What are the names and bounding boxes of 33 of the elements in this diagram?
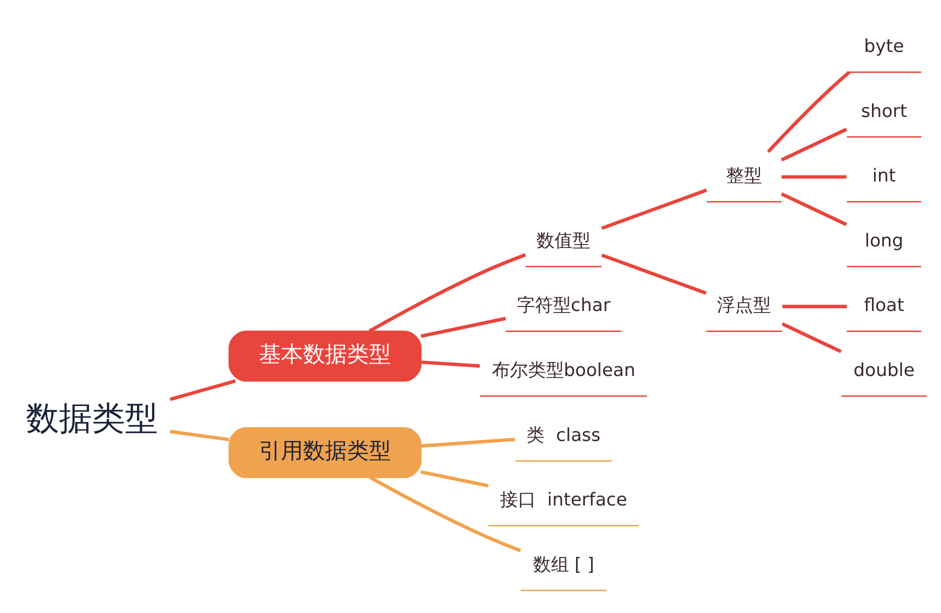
node-text: 布尔类型boolean [492, 360, 636, 381]
connector [766, 70, 850, 153]
node-text: 接口 interface [500, 490, 628, 511]
node-text: short [861, 100, 908, 122]
node-text: long [864, 230, 904, 252]
node-text: int [872, 166, 896, 187]
connector [420, 360, 480, 368]
node-text: byte [864, 36, 904, 58]
node-box: 基本数据类型 [228, 330, 422, 382]
connector [420, 316, 506, 338]
node-text: 整型 [726, 166, 762, 187]
connector [782, 304, 847, 308]
node-text: 数据类型 [26, 398, 158, 438]
connector [601, 254, 707, 295]
connector [782, 322, 842, 354]
node-text: 字符型char [516, 295, 610, 316]
node-text: 浮点型 [717, 295, 772, 316]
connector [420, 470, 489, 488]
node-text: double [854, 360, 915, 381]
node-box: 引用数据类型 [228, 427, 422, 478]
connector [601, 188, 708, 230]
connector [782, 175, 846, 179]
connector [170, 430, 230, 442]
connector [780, 192, 848, 226]
connector [780, 128, 848, 162]
connector [420, 438, 516, 448]
node-text: 数组 [ ] [532, 554, 594, 576]
node-text: float [864, 295, 904, 316]
connector [369, 476, 522, 552]
connector [368, 253, 526, 333]
node-text: 数值型 [536, 230, 591, 252]
connector [170, 379, 236, 401]
node-text: 类 class [526, 424, 600, 446]
